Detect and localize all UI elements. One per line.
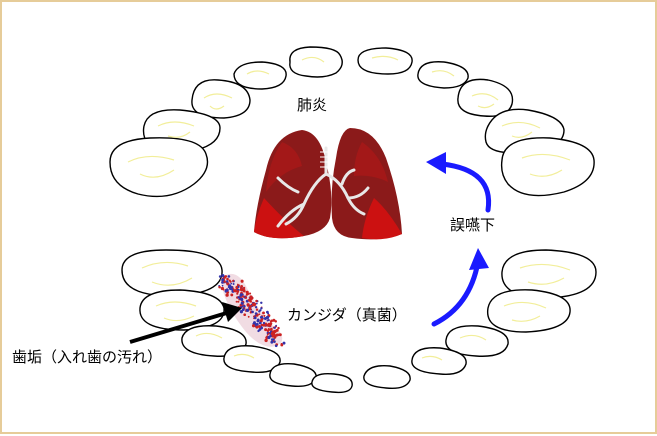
tooth (311, 372, 353, 394)
candida-label: カンジダ（真菌） (287, 306, 407, 324)
arrow-candida-to-aspiration (431, 259, 481, 327)
tooth (139, 289, 225, 331)
upper-teeth (109, 46, 595, 198)
plaque-smear (218, 273, 286, 348)
plaque-pointer-arrow (129, 302, 242, 344)
tooth (269, 363, 317, 388)
tooth (357, 47, 413, 75)
tooth (191, 79, 251, 119)
tooth (457, 78, 514, 117)
tooth (363, 365, 411, 390)
blue-arrows (431, 161, 492, 327)
tooth (121, 249, 223, 297)
upper-teeth-details (127, 55, 571, 178)
tooth (417, 61, 469, 89)
plaque-label: 歯垢（入れ歯の汚れ） (12, 348, 163, 366)
aspiration-label: 誤嚥下 (450, 216, 496, 234)
lungs-icon (254, 128, 402, 240)
tooth (233, 61, 287, 90)
pneumonia-label: 肺炎 (297, 96, 328, 114)
tooth (487, 289, 571, 333)
tooth (289, 46, 343, 78)
tooth (223, 345, 281, 373)
tooth (109, 137, 209, 198)
lower-teeth-details (141, 261, 571, 361)
tooth (500, 137, 595, 197)
tooth (411, 347, 467, 375)
arrow-aspiration-to-pneumonia (439, 161, 492, 213)
arrow-heads (426, 152, 489, 270)
